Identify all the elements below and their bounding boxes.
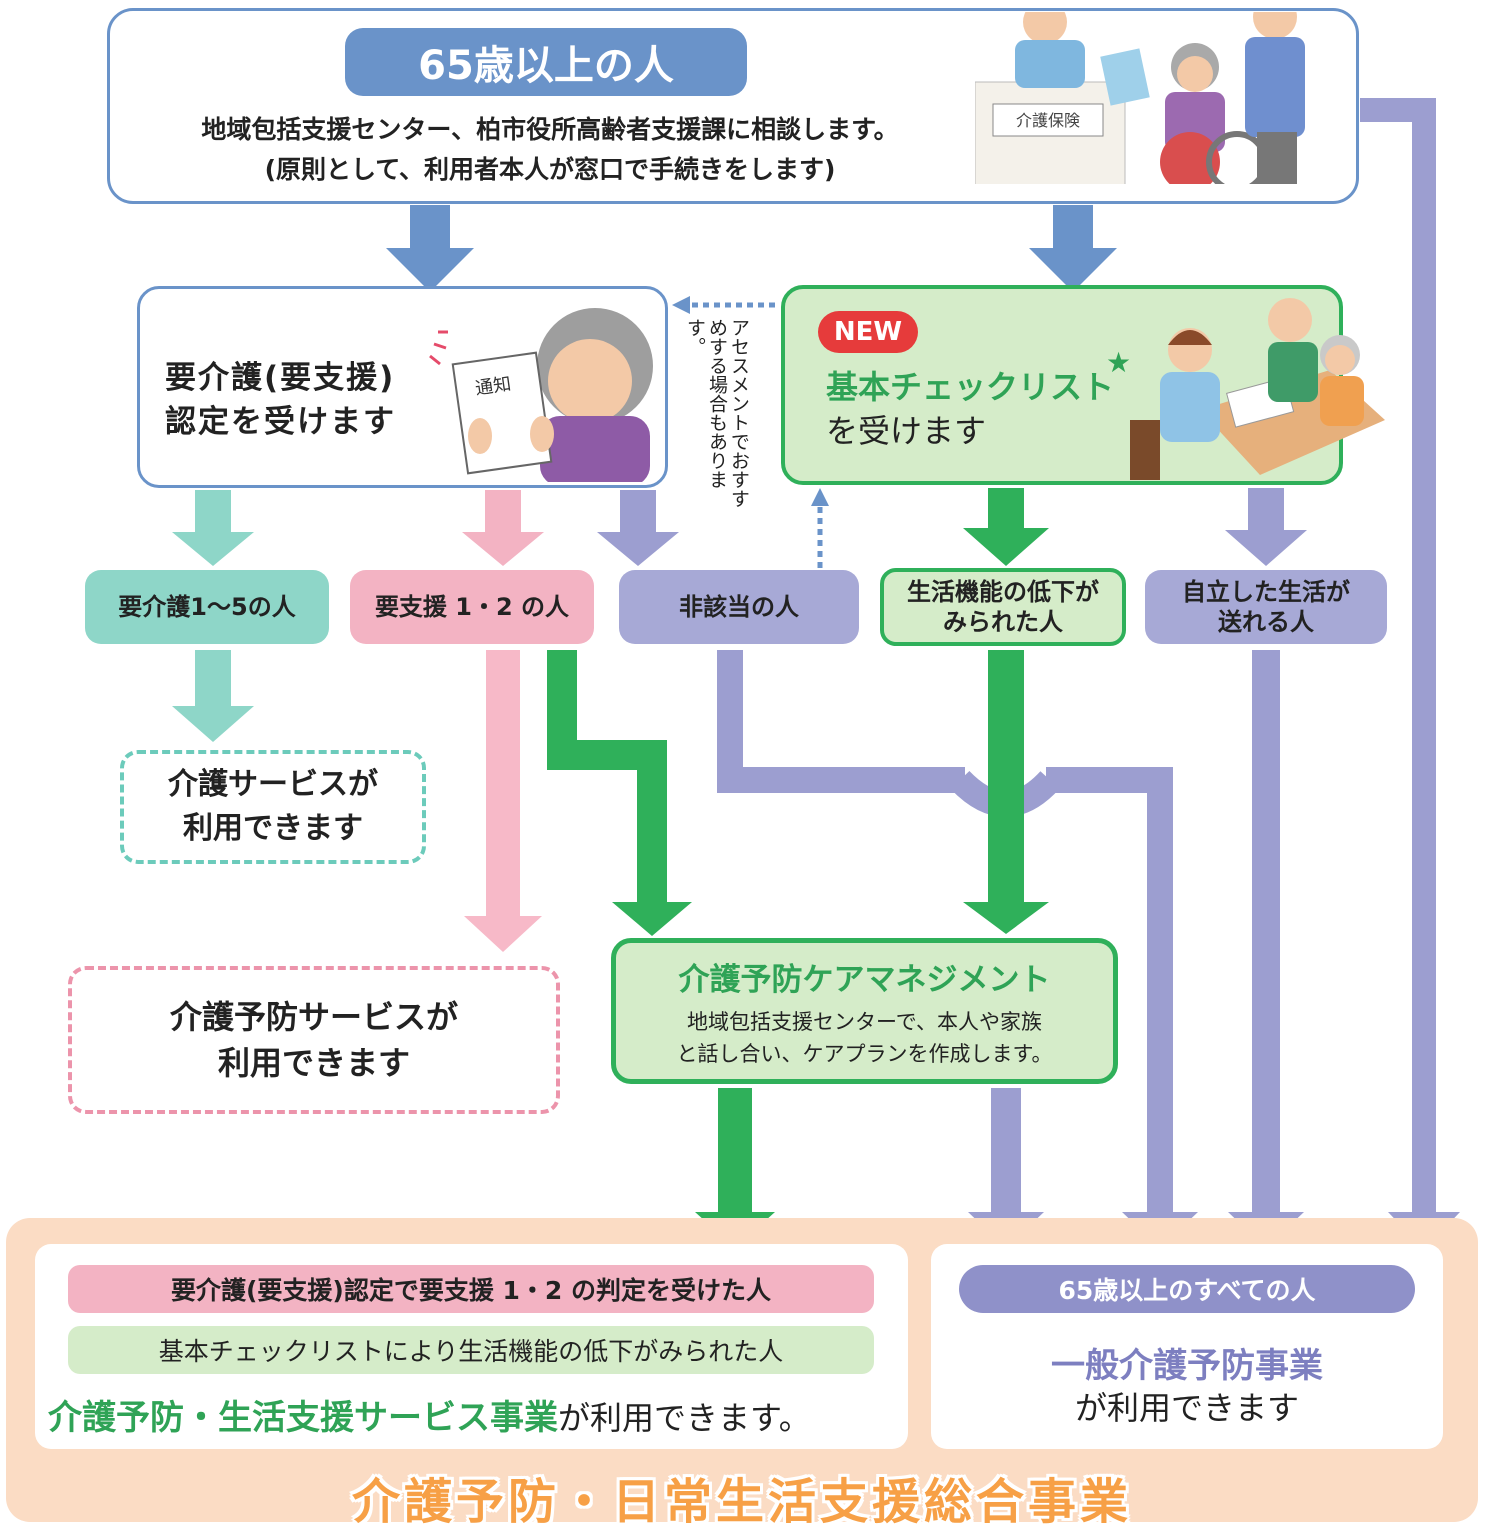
- care-service-line-1: 介護サービスが: [168, 767, 378, 802]
- prevention-service-box: 介護予防サービスが 利用できます: [68, 966, 560, 1114]
- category-independent-line-1: 自立した生活が: [1182, 578, 1350, 606]
- certification-line-2: 認定を受けます: [165, 404, 396, 440]
- service-program-available: が利用できます。: [558, 1399, 811, 1437]
- arrow-support12-to-prevention: [464, 650, 542, 952]
- arrow-top-to-general: [1360, 98, 1460, 1250]
- category-function-decline-line-2: みられた人: [943, 608, 1063, 636]
- assessment-note: アセスメントでおすすめする場合もあります。: [684, 318, 750, 508]
- service-program-name: 介護予防・生活支援サービス事業: [48, 1398, 558, 1438]
- certification-line-1: 要介護(要支援): [165, 360, 396, 396]
- checklist-title: 基本チェックリスト: [826, 368, 1115, 406]
- arrow-checklist-to-decline: [963, 488, 1049, 566]
- category-independent-line-2: 送れる人: [1218, 608, 1314, 636]
- arrow-top-to-certification: [386, 205, 474, 292]
- dotted-arrow-nonapplicable-to-checklist: [811, 488, 829, 568]
- arrow-independent-to-general: [1228, 650, 1304, 1248]
- category-care-1-5: 要介護1〜5の人: [85, 570, 329, 644]
- arrow-support12-to-management: [547, 650, 692, 936]
- consultation-illustration: [1130, 290, 1390, 480]
- category-function-decline: 生活機能の低下が みられた人: [880, 568, 1126, 646]
- care-management-title: 介護予防ケアマネジメント: [678, 962, 1051, 998]
- new-badge: NEW: [818, 311, 918, 353]
- counter-sign: 介護保険: [1016, 111, 1080, 130]
- dotted-arrow-checklist-to-certification: [672, 296, 775, 314]
- general-program-available: が利用できます: [1074, 1389, 1299, 1427]
- service-program-line: 介護予防・生活支援サービス事業が利用できます。: [48, 1390, 898, 1439]
- prevention-service-line-1: 介護予防サービスが: [169, 998, 458, 1036]
- care-management-desc-2: と話し合い、ケアプランを作成します。: [676, 1042, 1053, 1066]
- consultation-line-2: (原則として、利用者本人が窓口で手続きをします): [264, 155, 836, 184]
- arrow-decline-to-management: [963, 650, 1049, 934]
- checklist-subtitle: を受けます: [826, 412, 987, 450]
- category-function-decline-line-1: 生活機能の低下が: [907, 578, 1099, 606]
- arrow-checklist-to-independent: [1225, 488, 1307, 566]
- prevention-service-line-2: 利用できます: [217, 1044, 410, 1082]
- notice-paper-text: 通知: [474, 374, 513, 400]
- counter-illustration: 介護保険: [975, 12, 1315, 184]
- arrow-cert-to-care15: [172, 490, 254, 566]
- eligibility-checklist-tag: 基本チェックリストにより生活機能の低下がみられた人: [68, 1326, 874, 1374]
- arrow-cert-to-support12: [462, 490, 544, 566]
- care-service-line-2: 利用できます: [183, 811, 363, 846]
- consultation-line-1: 地域包括支援センター、柏市役所高齢者支援課に相談します。: [201, 115, 899, 144]
- general-program-name: 一般介護予防事業: [1051, 1346, 1323, 1386]
- care-service-box: 介護サービスが 利用できます: [120, 750, 426, 864]
- star-icon: ★: [1106, 346, 1132, 379]
- page-title: 65歳以上の人: [345, 28, 747, 96]
- care-management-desc-1: 地域包括支援センターで、本人や家族: [687, 1010, 1042, 1034]
- category-support-1-2: 要支援 1・2 の人: [350, 570, 594, 644]
- category-independent: 自立した生活が 送れる人: [1145, 570, 1387, 644]
- arrow-cert-to-nonapplicable: [597, 490, 679, 566]
- arrow-care15-to-service: [172, 650, 254, 742]
- care-management-box: [611, 938, 1118, 1084]
- category-nonapplicable: 非該当の人: [619, 570, 859, 644]
- arrow-top-to-checklist: [1029, 205, 1117, 292]
- comprehensive-program-title: 介護予防・日常生活支援総合事業: [351, 1474, 1132, 1530]
- notice-illustration: 通知: [420, 296, 660, 482]
- eligibility-support-tag: 要介護(要支援)認定で要支援 1・2 の判定を受けた人: [68, 1265, 874, 1313]
- eligibility-all-65-tag: 65歳以上のすべての人: [959, 1265, 1415, 1313]
